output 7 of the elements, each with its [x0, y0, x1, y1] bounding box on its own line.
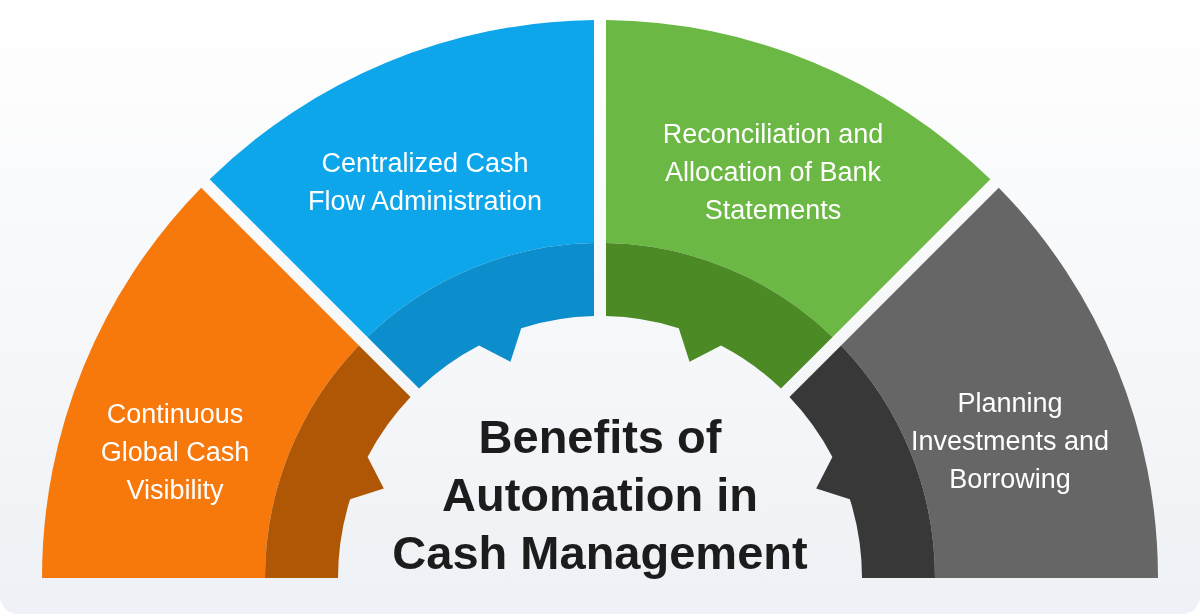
- segment: [606, 20, 991, 389]
- segment-label: Centralized Cash Flow Administration: [306, 147, 544, 218]
- segment-label: Continuous Global Cash Visibility: [99, 398, 251, 507]
- segment: [209, 20, 594, 389]
- diagram-title: Benefits of Automation in Cash Management: [391, 409, 809, 581]
- segment-label: Planning Investments and Borrowing: [909, 387, 1111, 496]
- segment-label: Reconciliation and Allocation of Bank Statements: [661, 118, 885, 227]
